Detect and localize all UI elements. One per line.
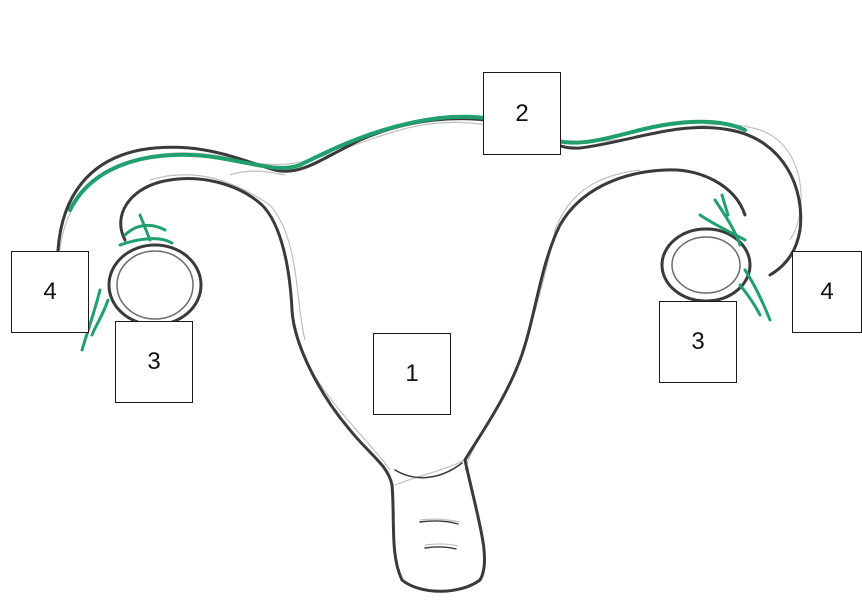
label-box-1: 1 bbox=[373, 333, 451, 415]
label-2-text: 2 bbox=[515, 100, 528, 128]
label-box-3-left: 3 bbox=[115, 321, 193, 403]
label-box-4-right: 4 bbox=[792, 251, 862, 333]
label-1-text: 1 bbox=[405, 360, 418, 388]
label-box-3-right: 3 bbox=[659, 301, 737, 383]
label-4-left-text: 4 bbox=[43, 278, 56, 306]
fundus-highlight bbox=[70, 117, 745, 210]
label-4-right-text: 4 bbox=[820, 278, 833, 306]
label-box-2: 2 bbox=[483, 72, 561, 155]
label-3-left-text: 3 bbox=[147, 348, 160, 376]
label-box-4-left: 4 bbox=[11, 251, 89, 333]
left-ovary bbox=[109, 245, 201, 325]
label-3-right-text: 3 bbox=[691, 328, 704, 356]
